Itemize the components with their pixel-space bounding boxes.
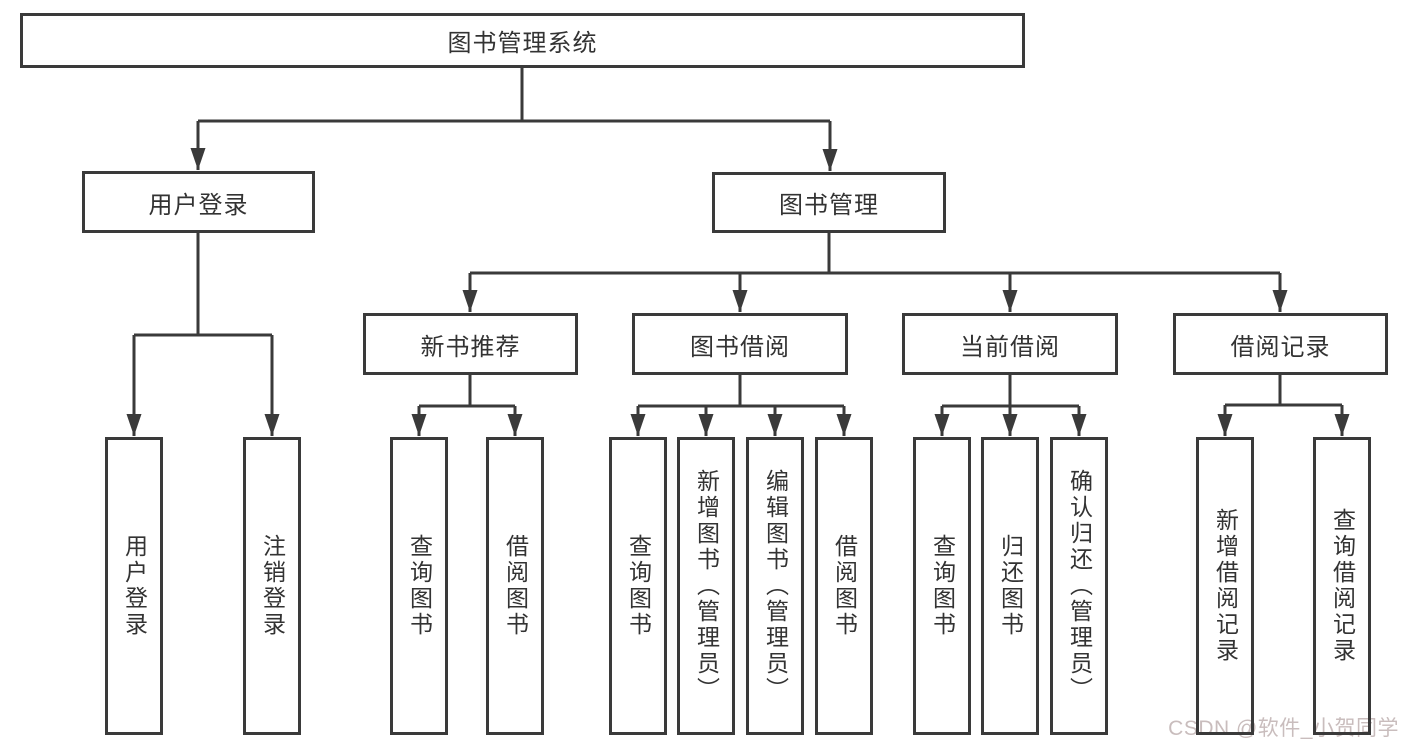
node-label: 确认归还（管理员） — [1066, 469, 1093, 703]
leaf-return-books: 归还图书 — [981, 437, 1039, 735]
node-label: 编辑图书（管理员） — [762, 469, 789, 703]
node-label: 查询借阅记录 — [1329, 508, 1356, 664]
node-user-login-branch: 用户登录 — [82, 171, 315, 233]
node-label: 图书借阅 — [690, 333, 790, 361]
csdn-watermark: CSDN @软件_小贺同学 — [1168, 717, 1399, 740]
leaf-logout: 注销登录 — [243, 437, 301, 735]
connector-current-borrow — [934, 375, 1087, 436]
connector-borrow-records — [1217, 375, 1350, 436]
connector-root — [190, 68, 838, 171]
node-book-borrow: 图书借阅 — [632, 313, 848, 375]
leaf-edit-books-admin: 编辑图书（管理员） — [746, 437, 804, 735]
node-current-borrow: 当前借阅 — [902, 313, 1118, 375]
leaf-borrow-books: 借阅图书 — [815, 437, 873, 735]
node-label: 借阅图书 — [502, 534, 529, 638]
leaf-query-borrow-record: 查询借阅记录 — [1313, 437, 1371, 735]
node-label: 查询图书 — [406, 534, 433, 638]
node-label: 图书管理系统 — [447, 30, 598, 57]
leaf-add-books-admin: 新增图书（管理员） — [677, 437, 735, 735]
node-new-book-recommend: 新书推荐 — [363, 313, 578, 375]
node-label: 用户登录 — [148, 191, 249, 219]
leaf-confirm-return-admin: 确认归还（管理员） — [1050, 437, 1108, 735]
node-label: 查询图书 — [929, 534, 956, 638]
node-label: 归还图书 — [997, 534, 1024, 638]
leaf-borrow-books-recommend: 借阅图书 — [486, 437, 544, 735]
node-label: 用户登录 — [121, 534, 148, 638]
connector-new-book-recommend — [411, 375, 523, 436]
node-label: 查询图书 — [625, 534, 652, 638]
node-label: 新增图书（管理员） — [693, 469, 720, 703]
leaf-query-books-current: 查询图书 — [913, 437, 971, 735]
node-root-system: 图书管理系统 — [20, 13, 1025, 68]
node-label: 借阅记录 — [1230, 333, 1331, 361]
node-borrow-records: 借阅记录 — [1173, 313, 1388, 375]
leaf-user-login: 用户登录 — [105, 437, 163, 735]
leaf-add-borrow-record: 新增借阅记录 — [1196, 437, 1254, 735]
leaf-query-books-borrow: 查询图书 — [609, 437, 667, 735]
node-label: 注销登录 — [259, 534, 286, 638]
connector-book-management — [462, 233, 1288, 312]
connector-user-login — [126, 233, 280, 436]
node-label: 当前借阅 — [960, 333, 1060, 361]
connector-book-borrow — [630, 375, 852, 436]
node-label: 新书推荐 — [420, 333, 521, 361]
node-book-management-branch: 图书管理 — [712, 172, 946, 233]
node-label: 借阅图书 — [831, 534, 858, 638]
leaf-query-books-recommend: 查询图书 — [390, 437, 448, 735]
node-label: 新增借阅记录 — [1212, 508, 1239, 664]
node-label: 图书管理 — [779, 192, 879, 219]
